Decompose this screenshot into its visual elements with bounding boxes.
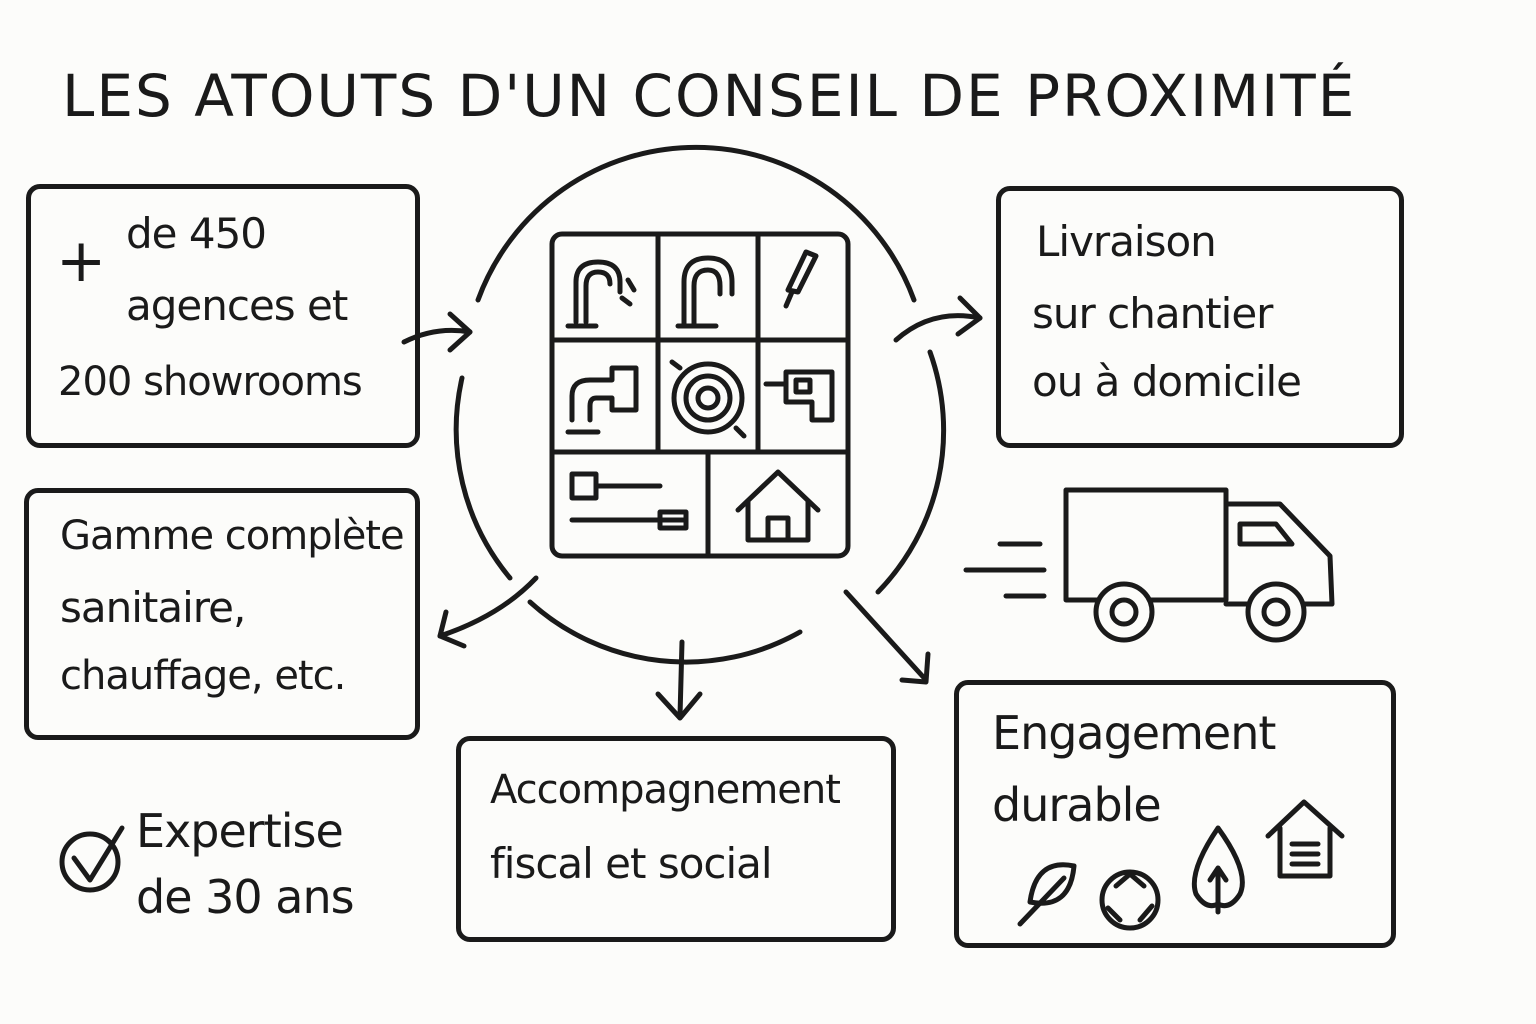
agencies-line-3: 200 showrooms — [58, 359, 363, 405]
plus-sign: + — [56, 226, 106, 296]
leaf-icon — [1017, 862, 1077, 927]
expertise-line-2: de 30 ans — [136, 870, 355, 924]
rack-icon — [569, 471, 689, 531]
expertise-line-1: Expertise — [136, 804, 344, 858]
arrow-to-support — [655, 639, 703, 721]
delivery-box — [996, 186, 1404, 448]
agencies-line-1: de 450 — [126, 209, 267, 258]
sustainable-box — [954, 680, 1396, 948]
support-line-1: Accompagnement — [490, 767, 841, 813]
arrow-to-center — [401, 311, 473, 353]
central-cycle-circle — [453, 144, 947, 665]
range-box — [24, 488, 420, 740]
support-line-2: fiscal et social — [490, 839, 773, 888]
delivery-line-2: sur chantier — [1032, 289, 1273, 338]
tree-icon — [1191, 825, 1245, 915]
faucet-icon — [675, 255, 735, 329]
arrow-to-delivery — [893, 295, 983, 343]
pipe-icon — [565, 365, 639, 435]
eco-house-icon — [1265, 799, 1345, 879]
arrow-to-sustainable — [843, 589, 931, 685]
range-line-2: sanitaire, — [60, 583, 246, 632]
delivery-truck-icon — [963, 487, 1335, 643]
checkmark-icon — [59, 825, 125, 893]
sustainable-line-2: durable — [992, 778, 1162, 832]
arrow-to-range — [437, 575, 539, 649]
recycle-icon — [1099, 869, 1161, 931]
product-grid — [549, 231, 851, 559]
drill-icon — [763, 369, 835, 423]
agencies-line-2: agences et — [126, 281, 348, 330]
sustainable-line-1: Engagement — [992, 706, 1276, 760]
page-title: LES ATOUTS D'UN CONSEIL DE PROXIMITÉ — [62, 62, 1357, 130]
range-line-1: Gamme complète — [60, 513, 405, 559]
range-line-3: chauffage, etc. — [60, 653, 346, 699]
faucet-icon — [565, 259, 637, 329]
agencies-box — [26, 184, 420, 448]
house-icon — [735, 469, 821, 543]
coil-icon — [669, 359, 747, 439]
delivery-line-3: ou à domicile — [1032, 357, 1302, 406]
screwdriver-icon — [783, 249, 819, 309]
delivery-line-1: Livraison — [1036, 217, 1217, 266]
support-box — [456, 736, 896, 942]
